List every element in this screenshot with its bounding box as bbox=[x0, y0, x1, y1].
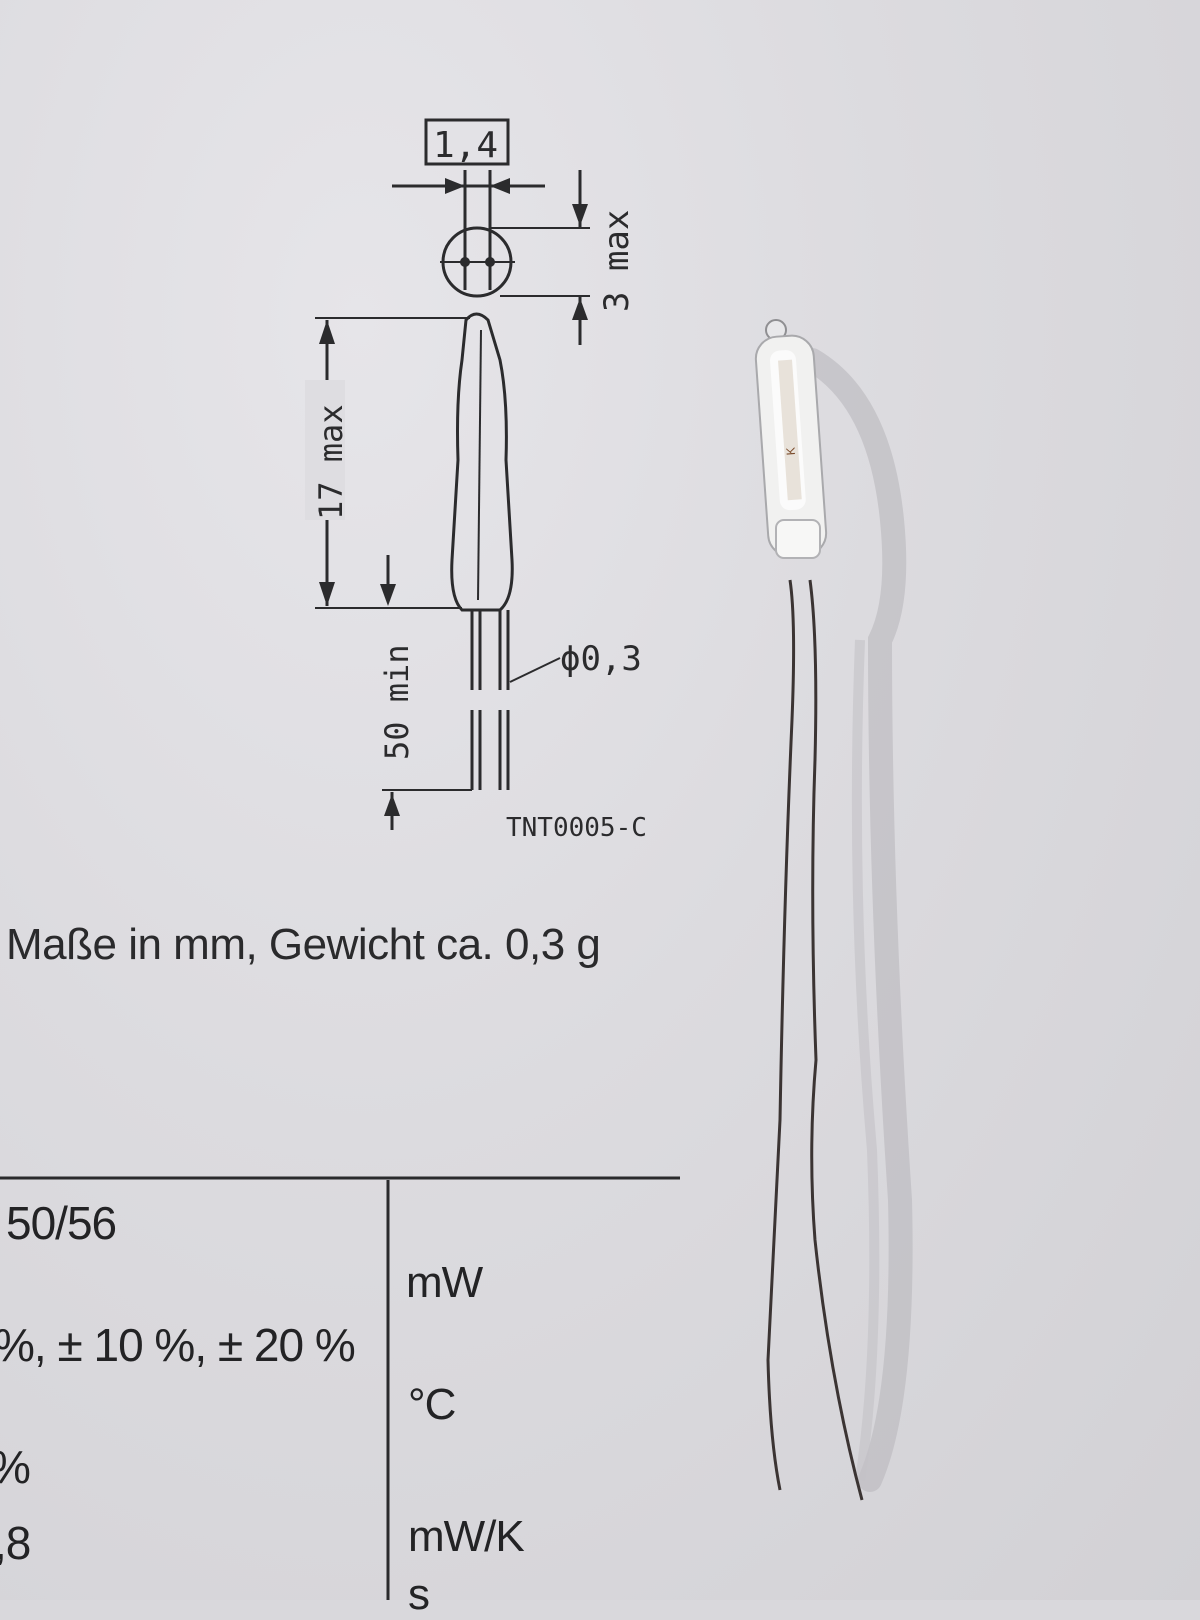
head-height-label: 3 max bbox=[597, 210, 637, 312]
thermistor-glass-body: K bbox=[754, 319, 828, 559]
unit-mw: mW bbox=[406, 1258, 483, 1307]
thermistor-lead-left bbox=[766, 579, 796, 1491]
thermistor-marking: K bbox=[783, 447, 798, 456]
table-cell-4: ,8 bbox=[0, 1517, 31, 1569]
unit-seconds: s bbox=[408, 1570, 430, 1619]
table-cell-2: %, ± 10 %, ± 20 % bbox=[0, 1319, 356, 1371]
lead-length-label: 50 min bbox=[378, 644, 416, 760]
width-label: 1,4 bbox=[433, 125, 498, 166]
unit-mw-per-k: mW/K bbox=[408, 1512, 525, 1561]
drawing-code: TNT0005-C bbox=[506, 813, 647, 843]
thermistor-lead-right bbox=[808, 579, 864, 1501]
width-label-box bbox=[424, 118, 510, 166]
lead-diameter-label: ϕ0,3 bbox=[560, 639, 642, 679]
thermistor-shadow bbox=[800, 348, 913, 1492]
drawing-caption: Maße in mm, Gewicht ca. 0,3 g bbox=[6, 920, 601, 969]
unit-celsius: °C bbox=[408, 1380, 456, 1429]
table-cell-1: 50/56 bbox=[6, 1197, 117, 1249]
table-cell-3: % bbox=[0, 1440, 31, 1494]
body-length-label: 17 max bbox=[312, 404, 350, 520]
thermistor-body-outline bbox=[450, 312, 514, 612]
